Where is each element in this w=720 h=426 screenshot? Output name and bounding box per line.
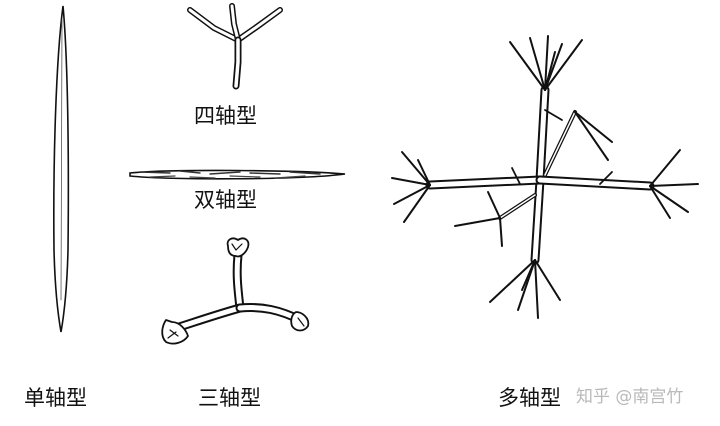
triaxon-spicule [161, 237, 310, 345]
label-polyaxon: 多轴型 [498, 386, 561, 410]
label-triaxon: 三轴型 [198, 386, 261, 410]
polyaxon-spicule [391, 35, 699, 319]
label-monaxon: 单轴型 [24, 386, 87, 410]
label-tetraxon: 四轴型 [194, 104, 257, 128]
watermark-text: 知乎 @南宫竹 [576, 387, 684, 407]
label-diactine: 双轴型 [194, 188, 257, 212]
monaxon-spicule [53, 5, 70, 333]
diactine-spicule [129, 169, 346, 180]
tetraxon-spicule [187, 3, 283, 90]
